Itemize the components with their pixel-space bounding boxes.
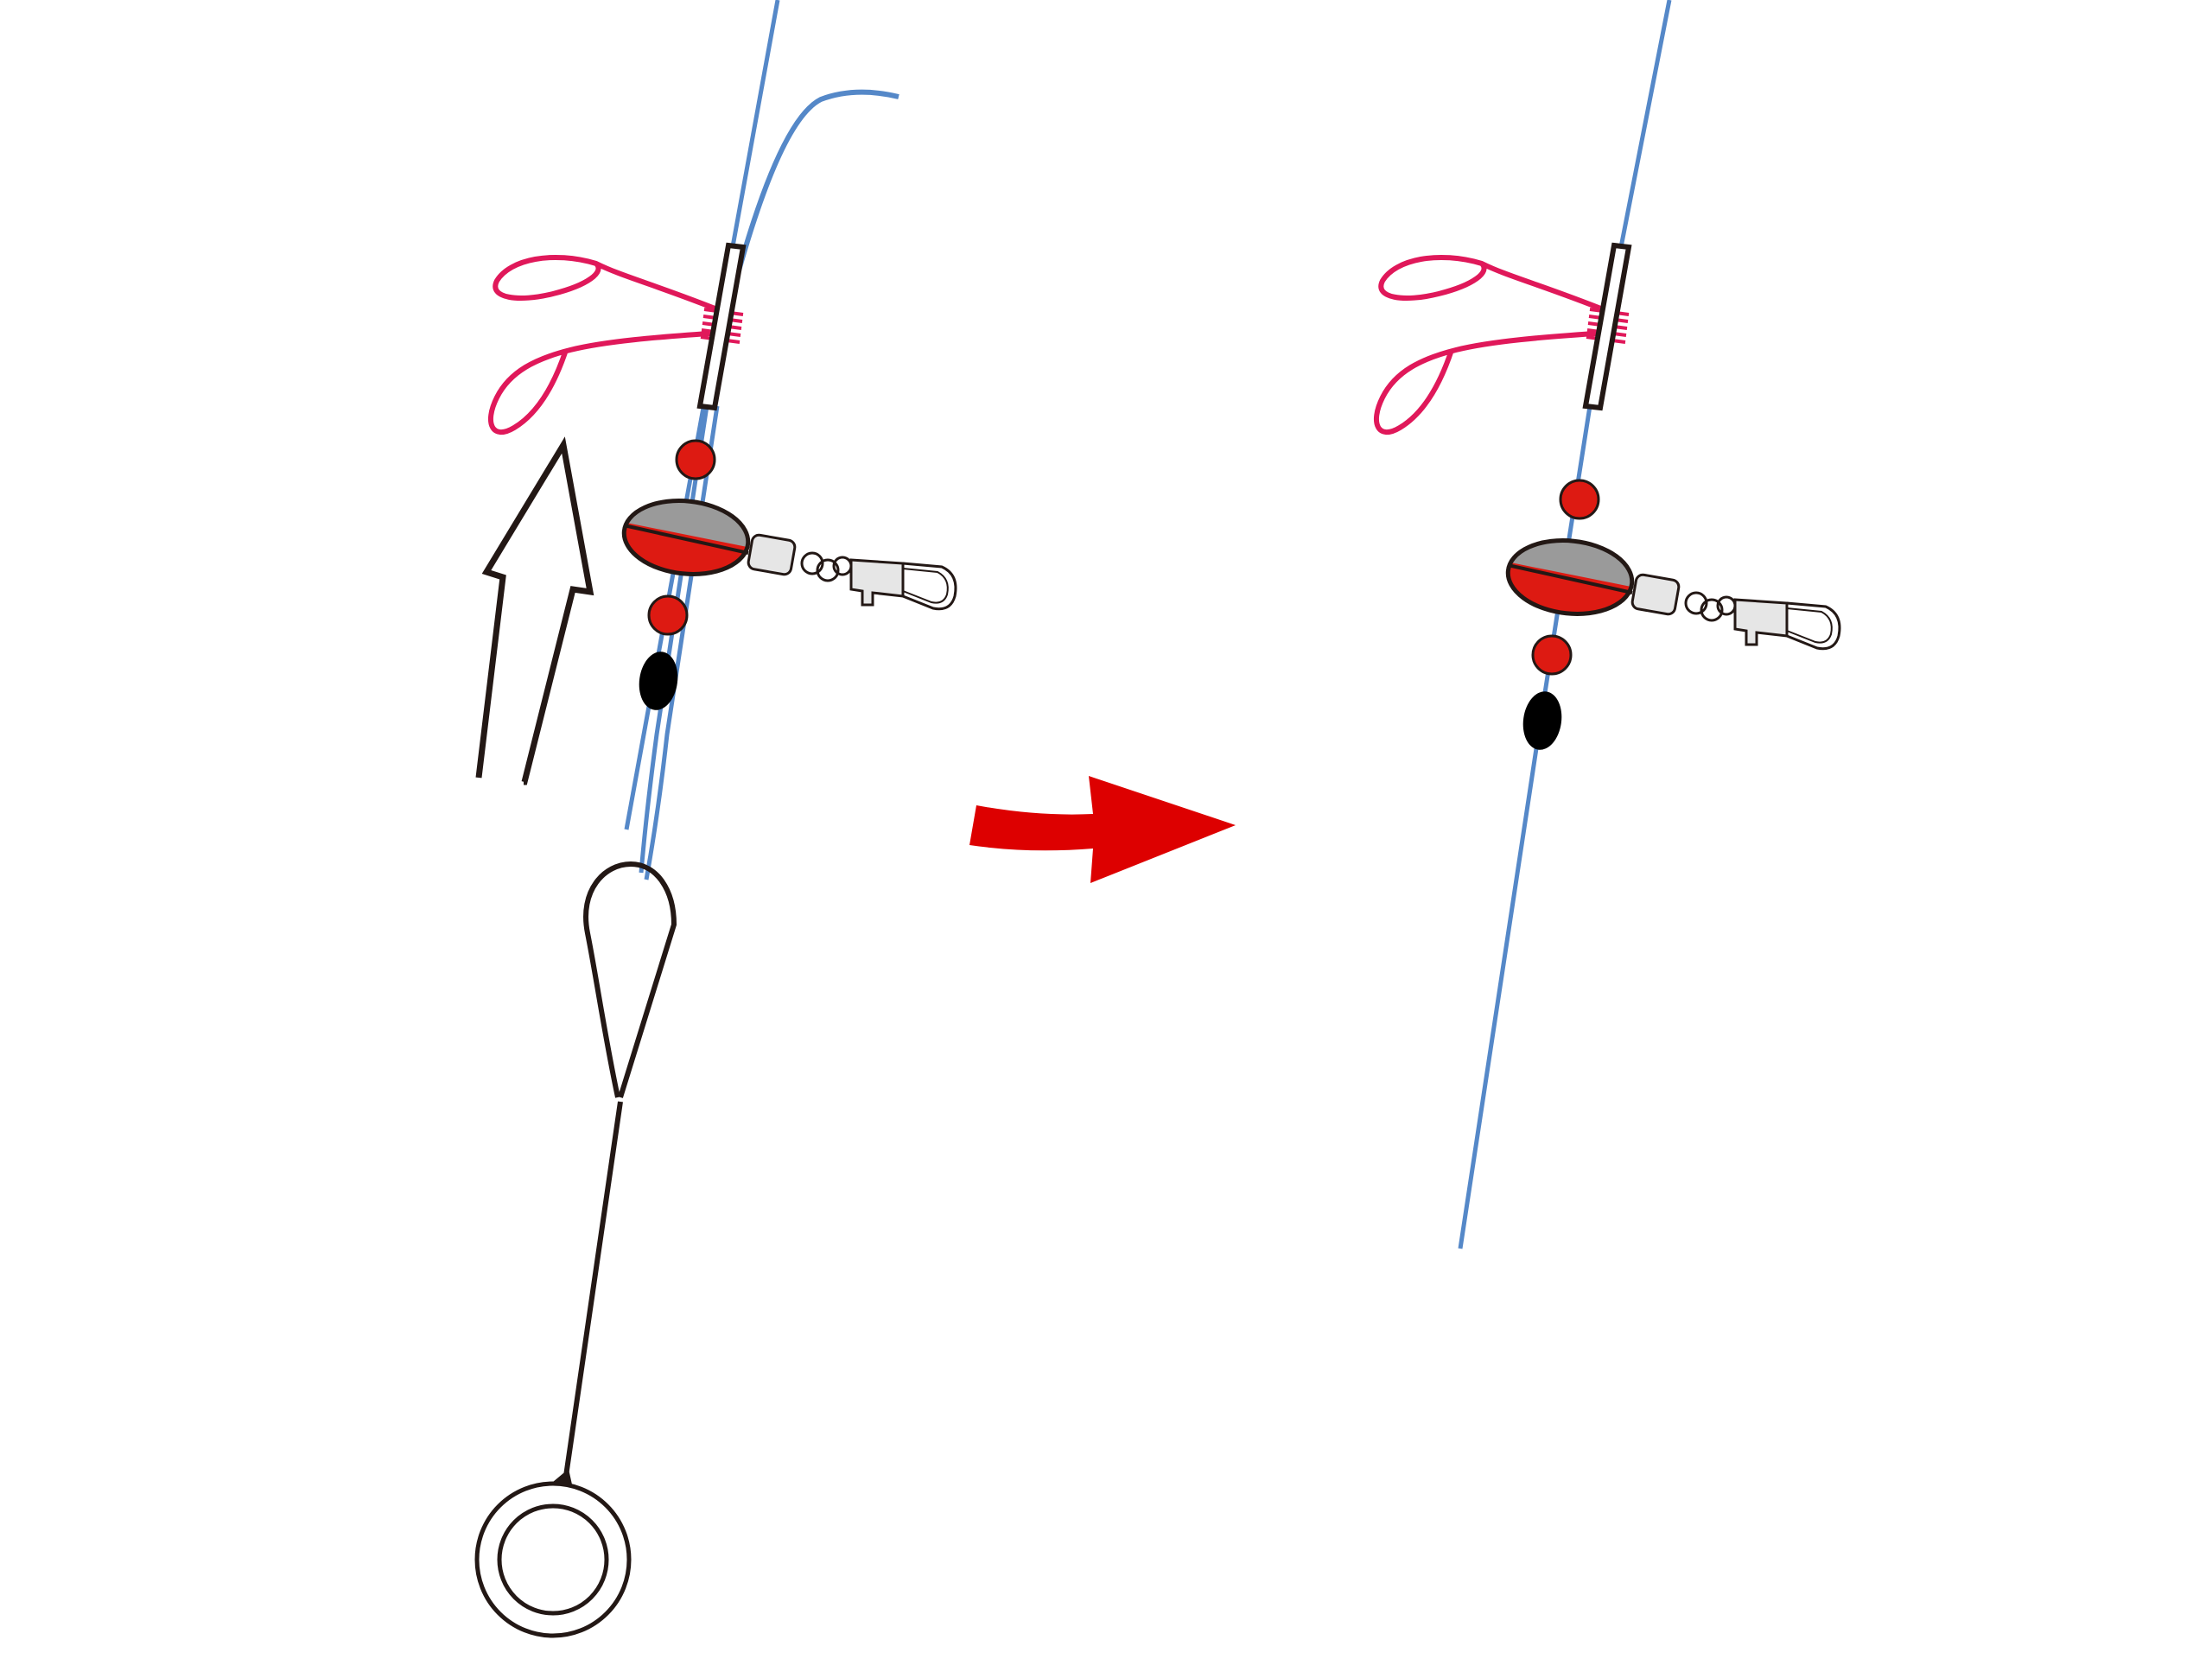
lower-bead-after (1531, 634, 1573, 676)
swivel-snap (747, 533, 957, 611)
stopper-sleeve (696, 242, 747, 411)
snap-clip (849, 558, 905, 607)
panel-before (474, 0, 957, 1638)
stopper-lower-loop (487, 330, 722, 435)
threader-tool (474, 861, 677, 1638)
panel-after (1373, 0, 1841, 1249)
swivel-barrel (747, 533, 797, 576)
black-bead (639, 652, 678, 710)
threader-shaft (563, 1101, 623, 1483)
up-arrow (475, 436, 594, 785)
threader-ring-inner (497, 1503, 609, 1616)
upper-bead (675, 439, 716, 480)
swivel-snap-after (1630, 573, 1841, 651)
stopper-sleeve-after (1582, 242, 1632, 411)
stopper-upper-loop (493, 254, 723, 314)
threader-loop (583, 861, 677, 1098)
doubled-line (639, 405, 709, 874)
threader-ring-outer (474, 1481, 632, 1638)
transition-arrow (969, 776, 1236, 883)
main-line-after (1458, 0, 1672, 1249)
upper-bead-after (1559, 479, 1600, 520)
doubled-line-return (644, 405, 720, 880)
lower-bead (647, 594, 689, 636)
line-end (728, 89, 899, 303)
black-bead-after (1522, 691, 1562, 750)
